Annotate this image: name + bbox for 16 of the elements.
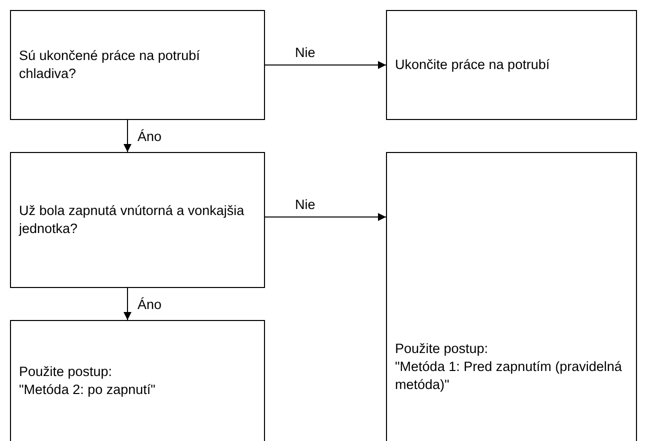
process-box xyxy=(386,10,637,120)
arrow xyxy=(264,213,386,221)
arrow xyxy=(264,61,386,69)
box-text: Použite postup: xyxy=(19,363,114,381)
process-box xyxy=(386,152,637,441)
box-text: "Metóda 2: po zapnutí" xyxy=(19,381,156,399)
arrow xyxy=(124,288,132,320)
box-text: Ukončite práce na potrubí xyxy=(395,56,551,74)
box-text: "Metóda 1: Pred zapnutím (pravidelná metóda)" xyxy=(395,358,623,394)
box-text: Už bola zapnutá vnútorná a vonkajšia jednotka? xyxy=(19,202,246,238)
process-box xyxy=(10,10,265,120)
box-text: Sú ukončené práce na potrubí chladiva? xyxy=(19,47,201,83)
box-text: Použite postup: xyxy=(395,340,490,358)
process-box xyxy=(10,320,265,441)
arrow xyxy=(124,120,132,152)
process-box xyxy=(10,152,265,288)
